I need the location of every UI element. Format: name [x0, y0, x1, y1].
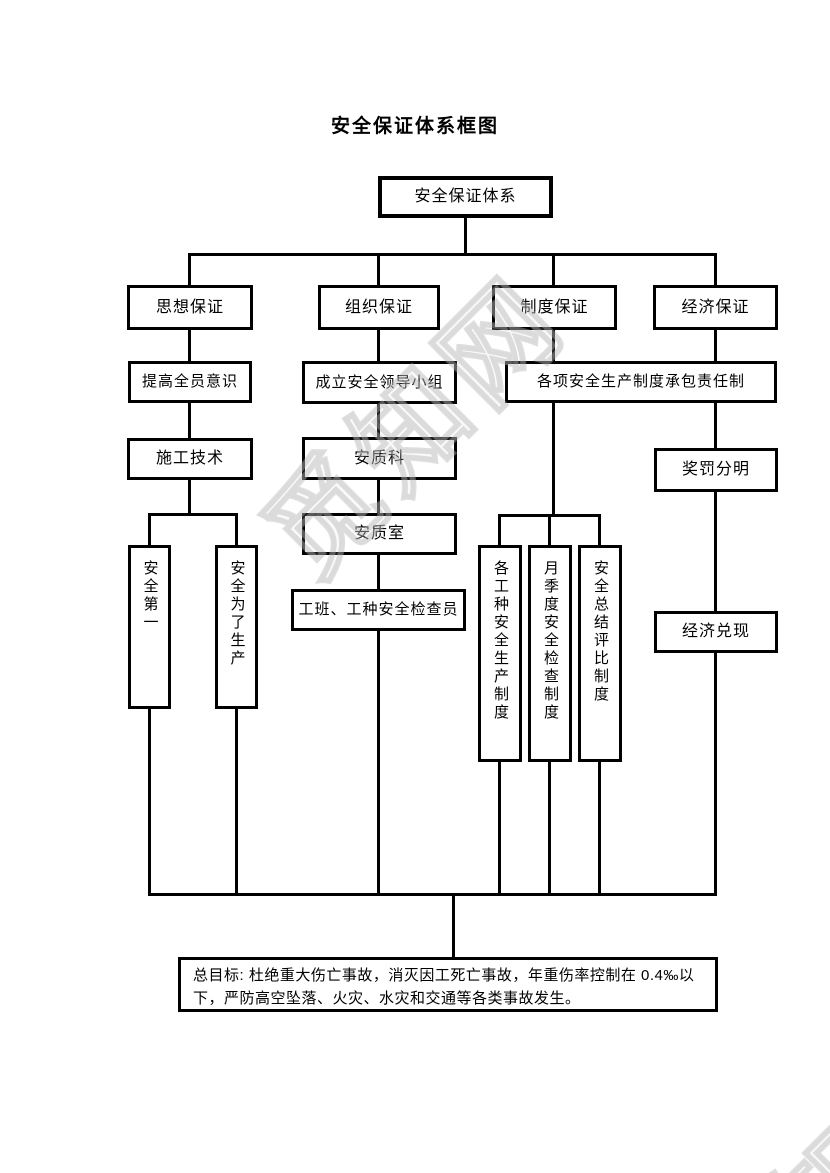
connector-line: [188, 330, 191, 361]
connector-line: [452, 893, 455, 957]
node-construction-technology: 施工技术: [127, 438, 253, 480]
node-economic-cashing: 经济兑现: [654, 611, 778, 653]
node-safety-assurance-system: 安全保证体系: [378, 176, 553, 218]
connector-line: [714, 653, 717, 893]
node-overall-goal: 总目标: 杜绝重大伤亡事故，消灭因工死亡事故，年重伤率控制在 0.4‰以下，严防…: [178, 957, 718, 1012]
node-ideological-guarantee: 思想保证: [127, 285, 253, 330]
connector-line: [148, 709, 151, 893]
node-raise-awareness: 提高全员意识: [128, 361, 252, 403]
connector-line: [714, 492, 717, 611]
node-safety-summary-appraisal-system: 安全总结评比制度: [578, 545, 622, 762]
connector-line: [235, 516, 238, 545]
node-reward-punishment: 奖罚分明: [654, 448, 778, 492]
node-institutional-guarantee: 制度保证: [492, 285, 617, 330]
connector-line: [598, 762, 601, 893]
connector-line: [188, 403, 191, 438]
connector-line: [148, 513, 238, 516]
node-crew-safety-inspectors: 工班、工种安全检查员: [291, 589, 466, 631]
node-economic-guarantee: 经济保证: [653, 285, 778, 330]
connector-line: [377, 480, 380, 513]
connector-line: [188, 256, 191, 285]
connector-line: [498, 762, 501, 893]
connector-line: [498, 517, 501, 545]
page-title: 安全保证体系框图: [330, 116, 499, 137]
node-safety-quality-section: 安质科: [302, 437, 457, 480]
connector-line: [714, 256, 717, 285]
connector-line: [188, 253, 717, 256]
node-production-contract-responsibility: 各项安全生产制度承包责任制: [505, 361, 777, 403]
connector-line: [377, 555, 380, 589]
connector-line: [377, 330, 380, 361]
connector-line: [714, 330, 717, 361]
connector-line: [548, 517, 551, 545]
node-safety-first: 安全第一: [128, 545, 171, 709]
node-organizational-guarantee: 组织保证: [318, 285, 440, 330]
connector-line: [377, 631, 380, 893]
node-monthly-quarterly-inspection-system: 月季度安全检查制度: [528, 545, 572, 762]
connector-line: [148, 893, 717, 896]
connector-line: [552, 256, 555, 285]
connector-line: [714, 403, 717, 448]
node-trade-production-system: 各工种安全生产制度: [478, 545, 522, 762]
connector-line: [548, 762, 551, 893]
connector-line: [552, 403, 555, 514]
node-safety-quality-office: 安质室: [302, 513, 457, 555]
connector-line: [498, 514, 601, 517]
node-safety-leading-group: 成立安全领导小组: [302, 361, 457, 404]
connector-line: [188, 480, 191, 513]
connector-line: [464, 218, 467, 253]
connector-line: [552, 330, 555, 361]
connector-line: [377, 256, 380, 285]
connector-line: [377, 404, 380, 437]
connector-line: [598, 517, 601, 545]
watermark-text-corner: 觅知网: [644, 992, 830, 1173]
connector-line: [235, 709, 238, 893]
connector-line: [148, 516, 151, 545]
node-safety-for-production: 安全为了生产: [215, 545, 258, 709]
